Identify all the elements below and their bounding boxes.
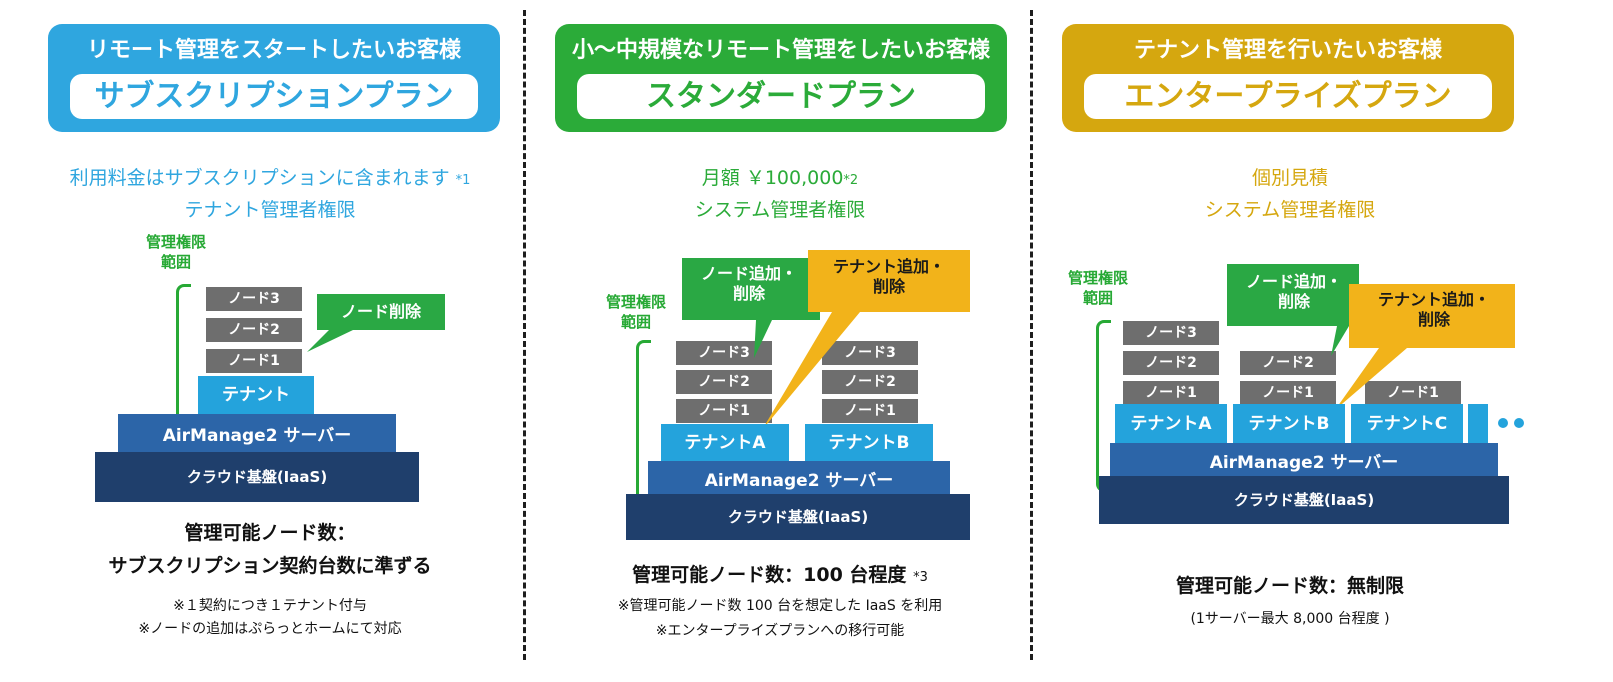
callout-tenant-add-delete: テナント追加・ 削除 <box>808 257 970 297</box>
node-b1: ノード1 <box>1240 381 1336 405</box>
ellipsis-dot-1 <box>1498 418 1508 428</box>
plan-price: 利用料金はサブスクリプションに含まれます *1 <box>20 163 520 190</box>
column-divider-2 <box>1030 10 1033 660</box>
node-a1: ノード1 <box>1123 381 1219 405</box>
callout-node-add-delete: ノード追加・ 削除 <box>680 264 818 304</box>
node-count-mark: *3 <box>913 570 928 585</box>
tenant-c: テナントC <box>1351 404 1463 444</box>
plan-authority: システム管理者権限 <box>694 199 866 221</box>
callout-line2: 削除 <box>872 277 905 296</box>
node-a2: ノード2 <box>1123 351 1219 375</box>
callout-line1: ノード追加・ <box>700 264 797 283</box>
range-bracket <box>1096 320 1111 492</box>
price-text: 利用料金はサブスクリプションに含まれます <box>69 167 450 189</box>
note-1: ※１契約につき１テナント付与 <box>173 598 367 614</box>
tenant-box: テナント <box>198 376 314 414</box>
plan-name: スタンダードプラン <box>577 74 985 119</box>
node-count-text: 管理可能ノード数：100 台程度 <box>632 564 907 586</box>
plan-subtitle: 小〜中規模なリモート管理をしたいお客様 <box>571 38 990 63</box>
callout-line2: 削除 <box>1417 310 1450 329</box>
range-label-line2: 範囲 <box>620 313 651 331</box>
node-c1: ノード1 <box>1365 381 1461 405</box>
tenant-more <box>1468 404 1488 444</box>
node-2: ノード2 <box>206 318 302 342</box>
range-label-line2: 範囲 <box>1082 289 1113 307</box>
note-1: (1サーバー最大 8,000 台程度 ) <box>1190 611 1390 627</box>
note-1: ※管理可能ノード数 100 台を想定した IaaS を利用 <box>617 598 943 614</box>
range-label: 管理権限 範囲 <box>136 232 216 272</box>
callout-line2: 削除 <box>732 284 765 303</box>
node-count-value: サブスクリプション契約台数に準ずる <box>108 555 432 577</box>
plan-header-subscription: リモート管理をスタートしたいお客様 サブスクリプションプラン <box>48 24 500 132</box>
node-b3: ノード3 <box>822 341 918 365</box>
note-2: ※エンタープライズプランへの移行可能 <box>655 623 905 639</box>
ellipsis-dot-2 <box>1514 418 1524 428</box>
range-label-line1: 管理権限 <box>1067 269 1128 287</box>
plan-subtitle: テナント管理を行いたいお客様 <box>1133 38 1442 63</box>
cloud-box: クラウド基盤(IaaS) <box>626 494 970 540</box>
price-mark: *2 <box>843 173 859 188</box>
callout-shapes <box>682 250 970 430</box>
callout-shapes <box>1227 264 1515 410</box>
plan-authority: テナント管理者権限 <box>184 199 356 221</box>
note-2: ※ノードの追加はぷらっとホームにて対応 <box>138 621 402 637</box>
callout-line1: テナント追加・ <box>1377 290 1490 309</box>
column-divider-1 <box>523 10 526 660</box>
plan-name: サブスクリプションプラン <box>70 74 478 119</box>
cloud-box: クラウド基盤(IaaS) <box>1099 476 1509 524</box>
range-label-line1: 管理権限 <box>145 233 206 251</box>
plan-subtitle: リモート管理をスタートしたいお客様 <box>86 38 461 63</box>
node-a2: ノード2 <box>676 370 772 394</box>
node-3: ノード3 <box>206 287 302 311</box>
node-b2: ノード2 <box>1240 351 1336 375</box>
tenant-a: テナントA <box>1115 404 1227 444</box>
plan-price: 個別見積 <box>1251 167 1328 189</box>
range-bracket <box>176 284 191 424</box>
node-b1: ノード1 <box>822 399 918 423</box>
price-mark: *1 <box>455 173 471 188</box>
plan-header-standard: 小〜中規模なリモート管理をしたいお客様 スタンダードプラン <box>555 24 1007 132</box>
node-a1: ノード1 <box>676 399 772 423</box>
range-label: 管理権限 範囲 <box>596 292 676 332</box>
node-a3: ノード3 <box>1123 321 1219 345</box>
plan-price: 月額 ￥100,000*2 <box>530 163 1030 190</box>
range-label-line2: 範囲 <box>160 253 191 271</box>
callout-line1: ノード追加・ <box>1245 272 1342 291</box>
tenant-b: テナントB <box>1233 404 1345 444</box>
price-text: 月額 ￥100,000 <box>701 167 844 189</box>
callout-node-delete-shape <box>307 294 445 352</box>
server-box: AirManage2 サーバー <box>118 414 396 458</box>
plan-header-enterprise: テナント管理を行いたいお客様 エンタープライズプラン <box>1062 24 1514 132</box>
callout-line2: 削除 <box>1277 292 1310 311</box>
callout-node-delete: ノード削除 <box>340 302 421 321</box>
node-count: 管理可能ノード数：無制限 <box>1175 575 1404 597</box>
range-label: 管理権限 範囲 <box>1058 268 1138 308</box>
node-count: 管理可能ノード数：100 台程度 *3 <box>530 560 1030 587</box>
tenant-b: テナントB <box>805 424 933 462</box>
cloud-box: クラウド基盤(IaaS) <box>95 452 419 502</box>
callout-line1: テナント追加・ <box>832 257 945 276</box>
node-1: ノード1 <box>206 349 302 373</box>
plan-authority: システム管理者権限 <box>1204 199 1376 221</box>
callout-node-add-delete: ノード追加・ 削除 <box>1231 272 1357 312</box>
plan-name: エンタープライズプラン <box>1084 74 1492 119</box>
range-label-line1: 管理権限 <box>605 293 666 311</box>
node-count-title: 管理可能ノード数： <box>184 522 356 544</box>
tenant-a: テナントA <box>661 424 789 462</box>
node-b2: ノード2 <box>822 370 918 394</box>
callout-tenant-add-delete: テナント追加・ 削除 <box>1352 290 1516 330</box>
